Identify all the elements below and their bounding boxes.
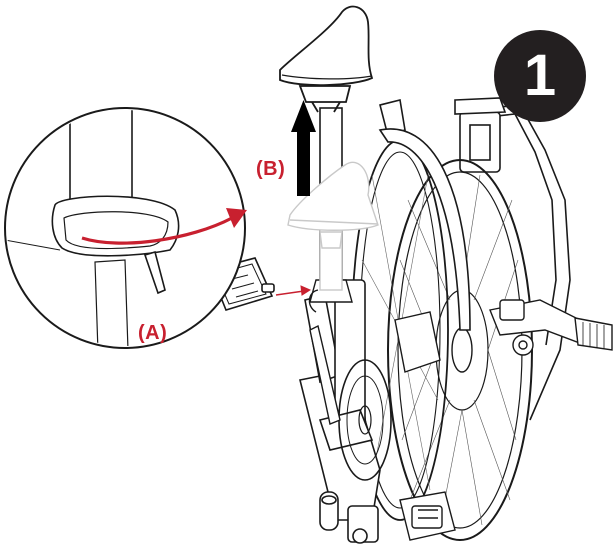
folded-pedal: [400, 492, 455, 540]
detail-callout: [5, 100, 247, 352]
mudguard: [380, 129, 470, 330]
label-a: (A): [138, 322, 167, 345]
lift-arrow: [291, 100, 316, 196]
fork-bracket: [395, 312, 440, 372]
handlebar: [490, 300, 612, 355]
label-b: (B): [256, 158, 285, 181]
step-number-badge: 1: [494, 30, 586, 122]
saddle-icon: [280, 7, 372, 112]
pointer-arrow: [276, 286, 310, 295]
